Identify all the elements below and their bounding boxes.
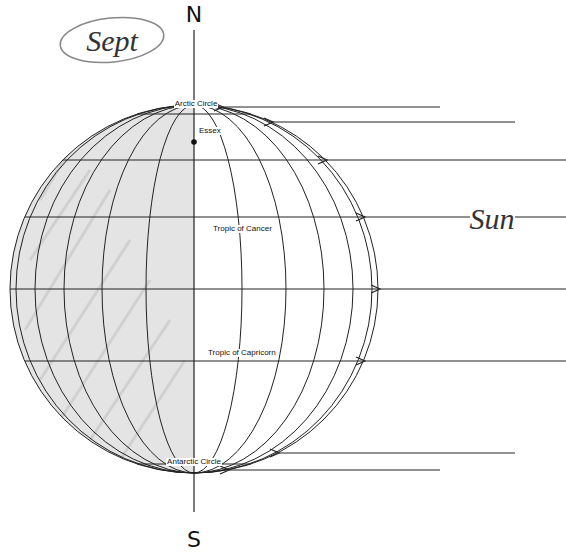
latitude-label: Arctic Circle xyxy=(174,100,219,109)
sun-note: Sun xyxy=(470,202,515,235)
latitude-label: Antarctic Circle xyxy=(166,458,222,467)
essex-dot xyxy=(191,139,197,145)
pencil-circle xyxy=(58,13,166,68)
place-label: Essex xyxy=(198,127,222,136)
latitude-label: Tropic of Cancer xyxy=(212,225,273,234)
pole-label: S xyxy=(187,528,201,552)
pole-label: N xyxy=(186,3,202,27)
sun-rays xyxy=(223,107,566,470)
latitude-label: Tropic of Capricorn xyxy=(207,349,277,358)
date-note: Sept xyxy=(86,24,138,57)
